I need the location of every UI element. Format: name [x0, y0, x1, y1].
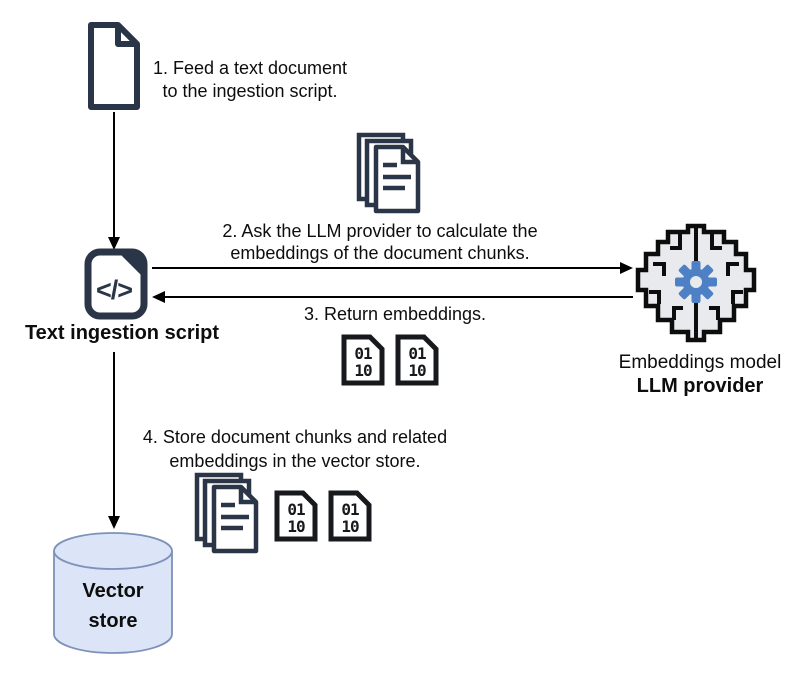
- binary-row1: 01: [408, 344, 426, 363]
- step1-text: 1. Feed a text document to the ingestion…: [138, 57, 362, 103]
- step2-line2: embeddings of the document chunks.: [230, 243, 530, 263]
- arrowhead-right-icon: [620, 262, 633, 274]
- arrow-shaft: [152, 267, 620, 269]
- step4-line2: embeddings in the vector store.: [169, 451, 421, 471]
- binary-file-icon: 01 10: [339, 332, 387, 388]
- step4-line1: 4. Store document chunks and related: [142, 427, 448, 447]
- provider-label: Embeddings model LLM provider: [610, 351, 790, 398]
- provider-label-line2: LLM provider: [636, 375, 764, 397]
- arrow-shaft: [113, 352, 115, 517]
- binary-file-icon: 01 10: [326, 488, 374, 544]
- blank-document-icon: [86, 20, 142, 112]
- arrow-shaft: [113, 112, 115, 238]
- brain-maze-icon: [633, 222, 759, 344]
- binary-row1: 01: [341, 500, 359, 519]
- arrowhead-down-icon: [108, 237, 120, 250]
- step4-text: 4. Store document chunks and related emb…: [118, 425, 472, 473]
- vector-store-label-line1: Vector: [82, 580, 144, 602]
- provider-label-line1: Embeddings model: [618, 352, 782, 373]
- binary-row2: 10: [408, 361, 426, 380]
- step2-text: 2. Ask the LLM provider to calculate the…: [200, 220, 560, 264]
- step1-line1: 1. Feed a text document: [152, 58, 348, 78]
- code-file-icon: </>: [84, 248, 148, 320]
- binary-row1: 01: [287, 500, 305, 519]
- code-glyph: </>: [96, 275, 132, 305]
- binary-file-icon: 01 10: [393, 332, 441, 388]
- step2-line1: 2. Ask the LLM provider to calculate the: [222, 221, 538, 241]
- vector-store-label: Vector store: [52, 576, 174, 636]
- ingestion-script-label: Text ingestion script: [11, 322, 233, 345]
- binary-file-icon: 01 10: [272, 488, 320, 544]
- arrowhead-down-icon: [108, 516, 120, 529]
- binary-row2: 10: [341, 517, 359, 536]
- binary-row2: 10: [354, 361, 372, 380]
- step3-text: 3. Return embeddings.: [290, 304, 500, 325]
- step3-line1: 3. Return embeddings.: [303, 304, 487, 324]
- gear-icon: [675, 261, 717, 303]
- arrowhead-left-icon: [152, 291, 165, 303]
- binary-row1: 01: [354, 344, 372, 363]
- database-cylinder-icon: [52, 531, 174, 657]
- arrow-shaft: [165, 296, 633, 298]
- vector-store-label-line2: store: [88, 610, 138, 632]
- document-stack-icon: [356, 132, 422, 214]
- document-stack-icon: [194, 472, 260, 554]
- binary-row2: 10: [287, 517, 305, 536]
- ingestion-script-label-text: Text ingestion script: [24, 322, 220, 344]
- step1-line2: to the ingestion script.: [162, 81, 338, 101]
